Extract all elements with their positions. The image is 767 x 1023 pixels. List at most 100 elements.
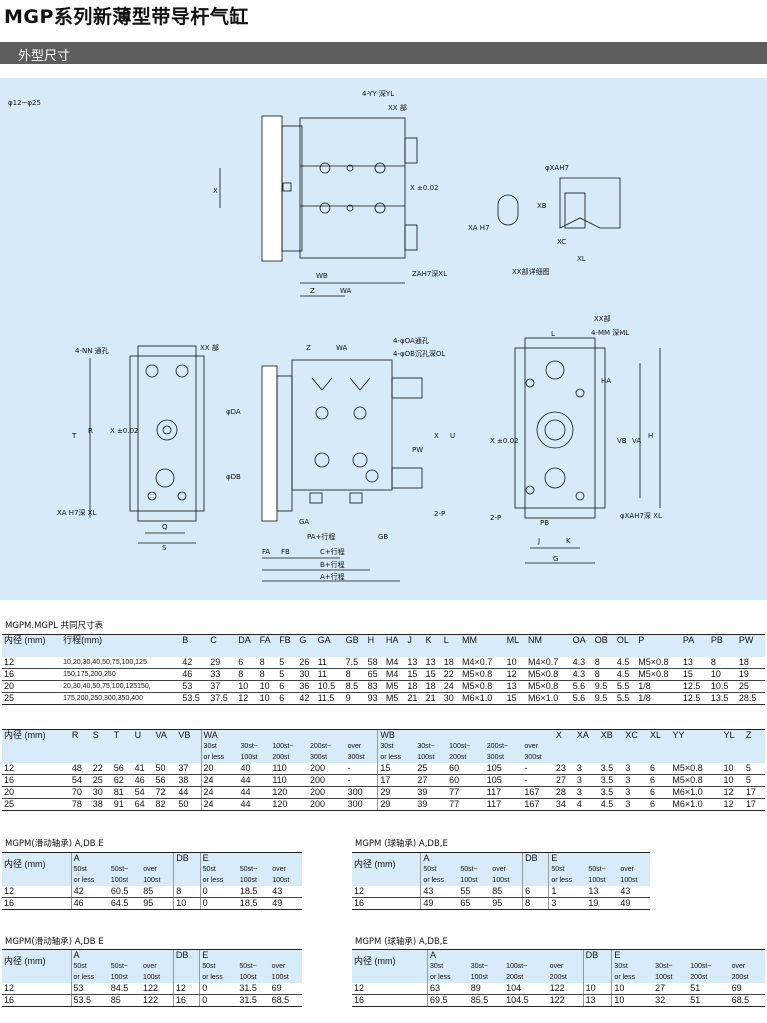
- sub-header: 100st: [108, 972, 141, 983]
- table-cell: 17: [743, 798, 765, 811]
- sub-header: 100st: [490, 875, 523, 886]
- table-cell: 10: [173, 897, 201, 910]
- table-cell: 5.5: [614, 680, 637, 693]
- table-cell: [2, 646, 62, 657]
- svg-text:4-NN 通孔: 4-NN 通孔: [75, 346, 109, 355]
- column-header: PW: [736, 634, 765, 646]
- table-cell: [570, 646, 593, 657]
- svg-text:J: J: [537, 537, 540, 545]
- table-cell: [614, 646, 637, 657]
- sub-header: 100st~: [504, 961, 548, 972]
- column-header: 内径 (mm): [2, 949, 71, 972]
- svg-text:GA: GA: [299, 518, 309, 526]
- svg-text:H: H: [648, 432, 653, 440]
- table-cell: 22: [90, 763, 112, 775]
- table-cell: 27: [553, 774, 575, 787]
- table-cell: 6: [648, 763, 671, 775]
- column-header: 内径 (mm): [2, 729, 70, 741]
- table-cell: M5×0.8: [636, 668, 681, 681]
- table-cell: 15: [377, 763, 416, 775]
- sub-header: 100st~: [688, 961, 730, 972]
- table-cell: 4.5: [614, 657, 637, 669]
- svg-text:B+行程: B+行程: [320, 560, 345, 569]
- sub-header: over: [345, 741, 378, 752]
- table-cell: 12: [504, 668, 527, 681]
- table-cell: 167: [522, 798, 554, 811]
- sub-header: 50st: [70, 864, 109, 875]
- svg-text:FA: FA: [262, 548, 270, 556]
- table-cell: [173, 864, 201, 875]
- table-cell: 20,30,40,50,75,100,125150,: [61, 680, 181, 693]
- sub-header: 100st: [653, 972, 689, 983]
- table-cell: 48: [69, 763, 91, 775]
- table-cell: 13: [586, 886, 619, 898]
- table-cell: 40: [238, 763, 271, 775]
- table-cell: 19: [736, 668, 765, 681]
- table-cell: 63: [427, 983, 469, 995]
- svg-text:4-MM 深ML: 4-MM 深ML: [591, 328, 629, 337]
- svg-text:XA H7: XA H7: [468, 224, 490, 232]
- table-cell: M5×0.8: [526, 680, 571, 693]
- table-cell: [236, 646, 258, 657]
- column-header: HA: [383, 634, 406, 646]
- sub-header: 50st: [548, 864, 587, 875]
- table-cell: 117: [484, 786, 523, 799]
- table-cell: 13: [423, 657, 442, 669]
- svg-text:G: G: [553, 555, 558, 563]
- table-cell: 24: [200, 774, 239, 787]
- table-cell: 8: [173, 886, 201, 898]
- table-cell: M5: [383, 692, 406, 705]
- svg-text:HA: HA: [601, 377, 611, 385]
- table-cell: 56: [111, 763, 133, 775]
- svg-text:T: T: [71, 432, 77, 440]
- table-cell: 20: [200, 763, 239, 775]
- table-cell: [2, 972, 71, 983]
- svg-text:XX部详细图: XX部详细图: [512, 267, 550, 276]
- table-cell: 41: [132, 763, 154, 775]
- table-cell: 95: [490, 897, 523, 910]
- table-cell: 54: [132, 786, 154, 799]
- column-header: P: [636, 634, 681, 646]
- svg-text:PB: PB: [540, 519, 549, 527]
- table-cell: 6: [277, 692, 298, 705]
- svg-text:XX 部: XX 部: [200, 343, 219, 352]
- table-cell: 43: [420, 886, 459, 898]
- table-cell: [582, 972, 612, 983]
- table-cell: 10: [721, 763, 744, 775]
- table-cell: 6: [648, 798, 671, 811]
- column-header: XC: [623, 729, 648, 741]
- table-cell: 15: [680, 668, 709, 681]
- svg-text:2-P: 2-P: [434, 510, 445, 518]
- sub-header: 100st~: [447, 741, 485, 752]
- table-cell: 56: [153, 774, 177, 787]
- table-cell: 29: [377, 786, 416, 799]
- table-cell: [423, 646, 442, 657]
- svg-text:X ±0.02: X ±0.02: [110, 427, 138, 435]
- column-header: MM: [460, 634, 505, 646]
- table-cell: 5: [743, 763, 765, 775]
- table-cell: 16: [2, 897, 72, 910]
- table-cell: 85: [141, 886, 174, 898]
- table-cell: 0: [199, 983, 238, 995]
- drawing-labels: φ12~φ25 4-YY 深YL XX 部 X X ±0.02 WB Z WA …: [8, 89, 662, 581]
- sub-header: 200st~: [484, 741, 523, 752]
- table-cell: 12: [2, 657, 62, 669]
- table-cell: 10: [611, 994, 654, 1007]
- table-cell: 46: [70, 897, 109, 910]
- table-cell: 18: [441, 657, 461, 669]
- table-cell: 12: [352, 983, 428, 995]
- table-cell: 167: [522, 786, 554, 799]
- sub-header: 100st: [270, 875, 302, 886]
- sub-header: over: [270, 864, 302, 875]
- section-header: 外型尺寸: [0, 42, 767, 64]
- table-cell: 16: [352, 897, 421, 910]
- table-cell: M6×1.0: [670, 798, 722, 811]
